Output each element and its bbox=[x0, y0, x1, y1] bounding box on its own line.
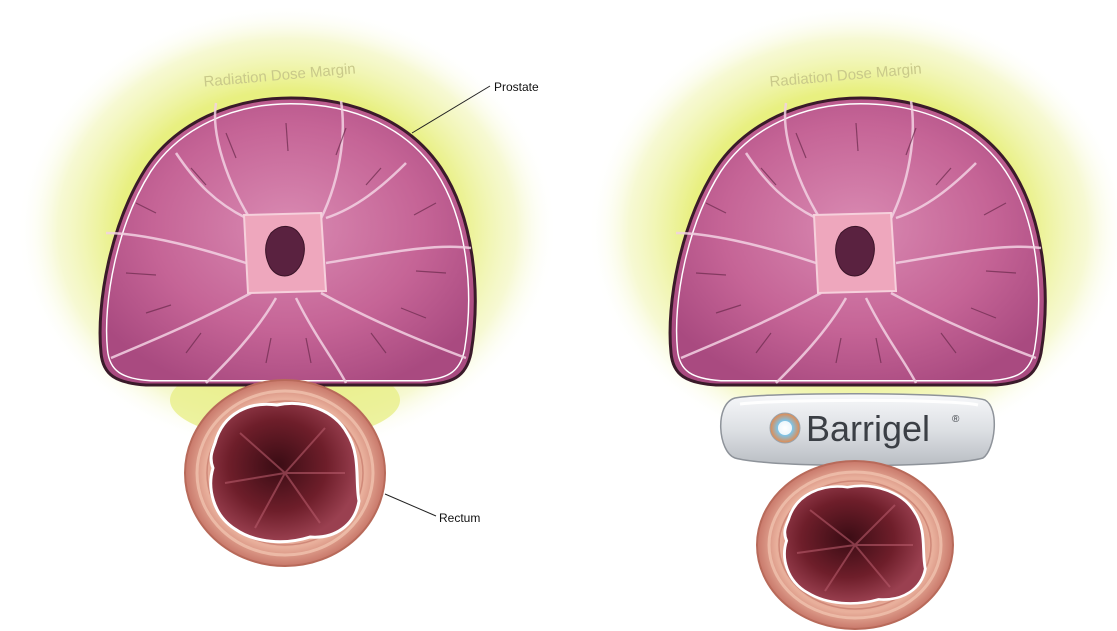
rectum-label: Rectum bbox=[439, 511, 480, 525]
rectum bbox=[757, 461, 953, 629]
barrigel-spacer: Barrigel ® bbox=[721, 394, 995, 466]
rectum-leader-line bbox=[385, 494, 436, 516]
barrigel-logo-text: Barrigel bbox=[806, 408, 930, 449]
prostate-label: Prostate bbox=[494, 80, 539, 94]
urethra bbox=[266, 226, 305, 276]
barrigel-registered-mark: ® bbox=[952, 414, 960, 425]
right-panel: Radiation Dose Margin bbox=[588, 5, 1117, 629]
left-panel: Radiation Dose Margin bbox=[17, 5, 557, 566]
rectum bbox=[185, 380, 385, 566]
urethra bbox=[836, 226, 875, 276]
